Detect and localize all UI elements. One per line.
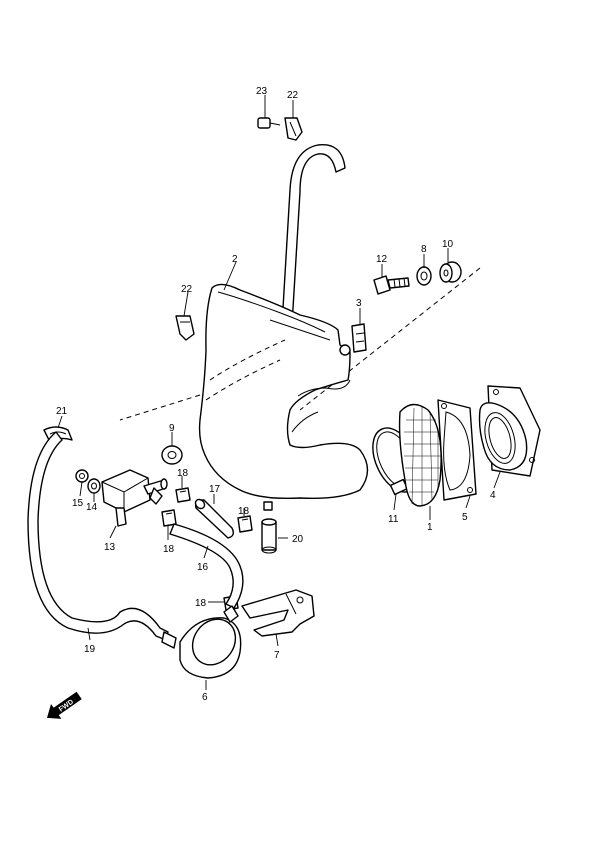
callout-16: 16 xyxy=(197,562,209,573)
callout-13: 13 xyxy=(104,542,116,553)
alignment-line-left xyxy=(119,394,201,421)
part-8-washer[interactable] xyxy=(416,266,432,286)
part-1-strainer[interactable] xyxy=(398,403,442,507)
callout-8: 8 xyxy=(421,244,427,255)
callout-12: 12 xyxy=(376,254,388,265)
part-22-clamp-top[interactable] xyxy=(284,117,303,141)
leader-lines xyxy=(57,95,501,690)
callout-5: 5 xyxy=(462,512,468,523)
part-2-oil-tank[interactable] xyxy=(198,283,369,511)
callout-10: 10 xyxy=(442,239,454,250)
callout-2: 2 xyxy=(232,254,238,265)
part-13-check-valve[interactable] xyxy=(101,469,168,527)
callout-1: 1 xyxy=(427,522,433,533)
breather-hose[interactable] xyxy=(281,144,346,326)
part-20-connector[interactable] xyxy=(261,518,277,554)
part-16-hose[interactable] xyxy=(169,523,244,609)
callout-19: 19 xyxy=(84,644,96,655)
part-7-bracket[interactable] xyxy=(241,589,315,637)
part-12-bolt[interactable] xyxy=(373,275,410,295)
callout-numbers: 23 22 2 22 3 12 8 10 21 9 15 14 13 18 18… xyxy=(56,86,496,703)
callout-21: 21 xyxy=(56,406,68,417)
callout-14: 14 xyxy=(86,502,98,513)
callout-4: 4 xyxy=(490,490,496,501)
alignment-line-upper xyxy=(299,267,481,411)
part-14-grommet[interactable] xyxy=(87,478,101,494)
part-22-clamp-left[interactable] xyxy=(175,315,195,341)
part-18-clamp-c[interactable] xyxy=(237,515,253,533)
callout-7: 7 xyxy=(274,650,280,661)
part-10-grommet[interactable] xyxy=(439,261,462,283)
callout-22-top: 22 xyxy=(287,90,299,101)
part-23-bolt[interactable] xyxy=(257,117,281,129)
part-15-washer[interactable] xyxy=(75,469,89,483)
callout-9: 9 xyxy=(169,423,175,434)
part-17-hose[interactable] xyxy=(194,498,235,539)
callout-18-d: 18 xyxy=(195,598,207,609)
fwd-label: FWD xyxy=(58,699,75,714)
callout-11: 11 xyxy=(388,514,399,525)
part-9-grommet[interactable] xyxy=(161,445,183,465)
part-5-gasket[interactable] xyxy=(437,399,477,501)
fwd-arrow-icon: FWD xyxy=(46,691,82,719)
callout-17: 17 xyxy=(209,484,221,495)
callout-22-left: 22 xyxy=(181,284,193,295)
callout-20: 20 xyxy=(292,534,304,545)
part-3-clip[interactable] xyxy=(351,323,367,353)
part-18-clamp-a[interactable] xyxy=(175,487,191,503)
callout-18-b: 18 xyxy=(163,544,175,555)
part-19-hose[interactable] xyxy=(27,431,169,641)
callout-18-c: 18 xyxy=(238,506,250,517)
part-6-filter[interactable] xyxy=(161,605,244,679)
callout-6: 6 xyxy=(202,692,208,703)
callout-3: 3 xyxy=(356,298,362,309)
callout-15: 15 xyxy=(72,498,84,509)
part-4-flange[interactable] xyxy=(478,385,541,477)
callout-18-a: 18 xyxy=(177,468,189,479)
callout-23: 23 xyxy=(256,86,268,97)
